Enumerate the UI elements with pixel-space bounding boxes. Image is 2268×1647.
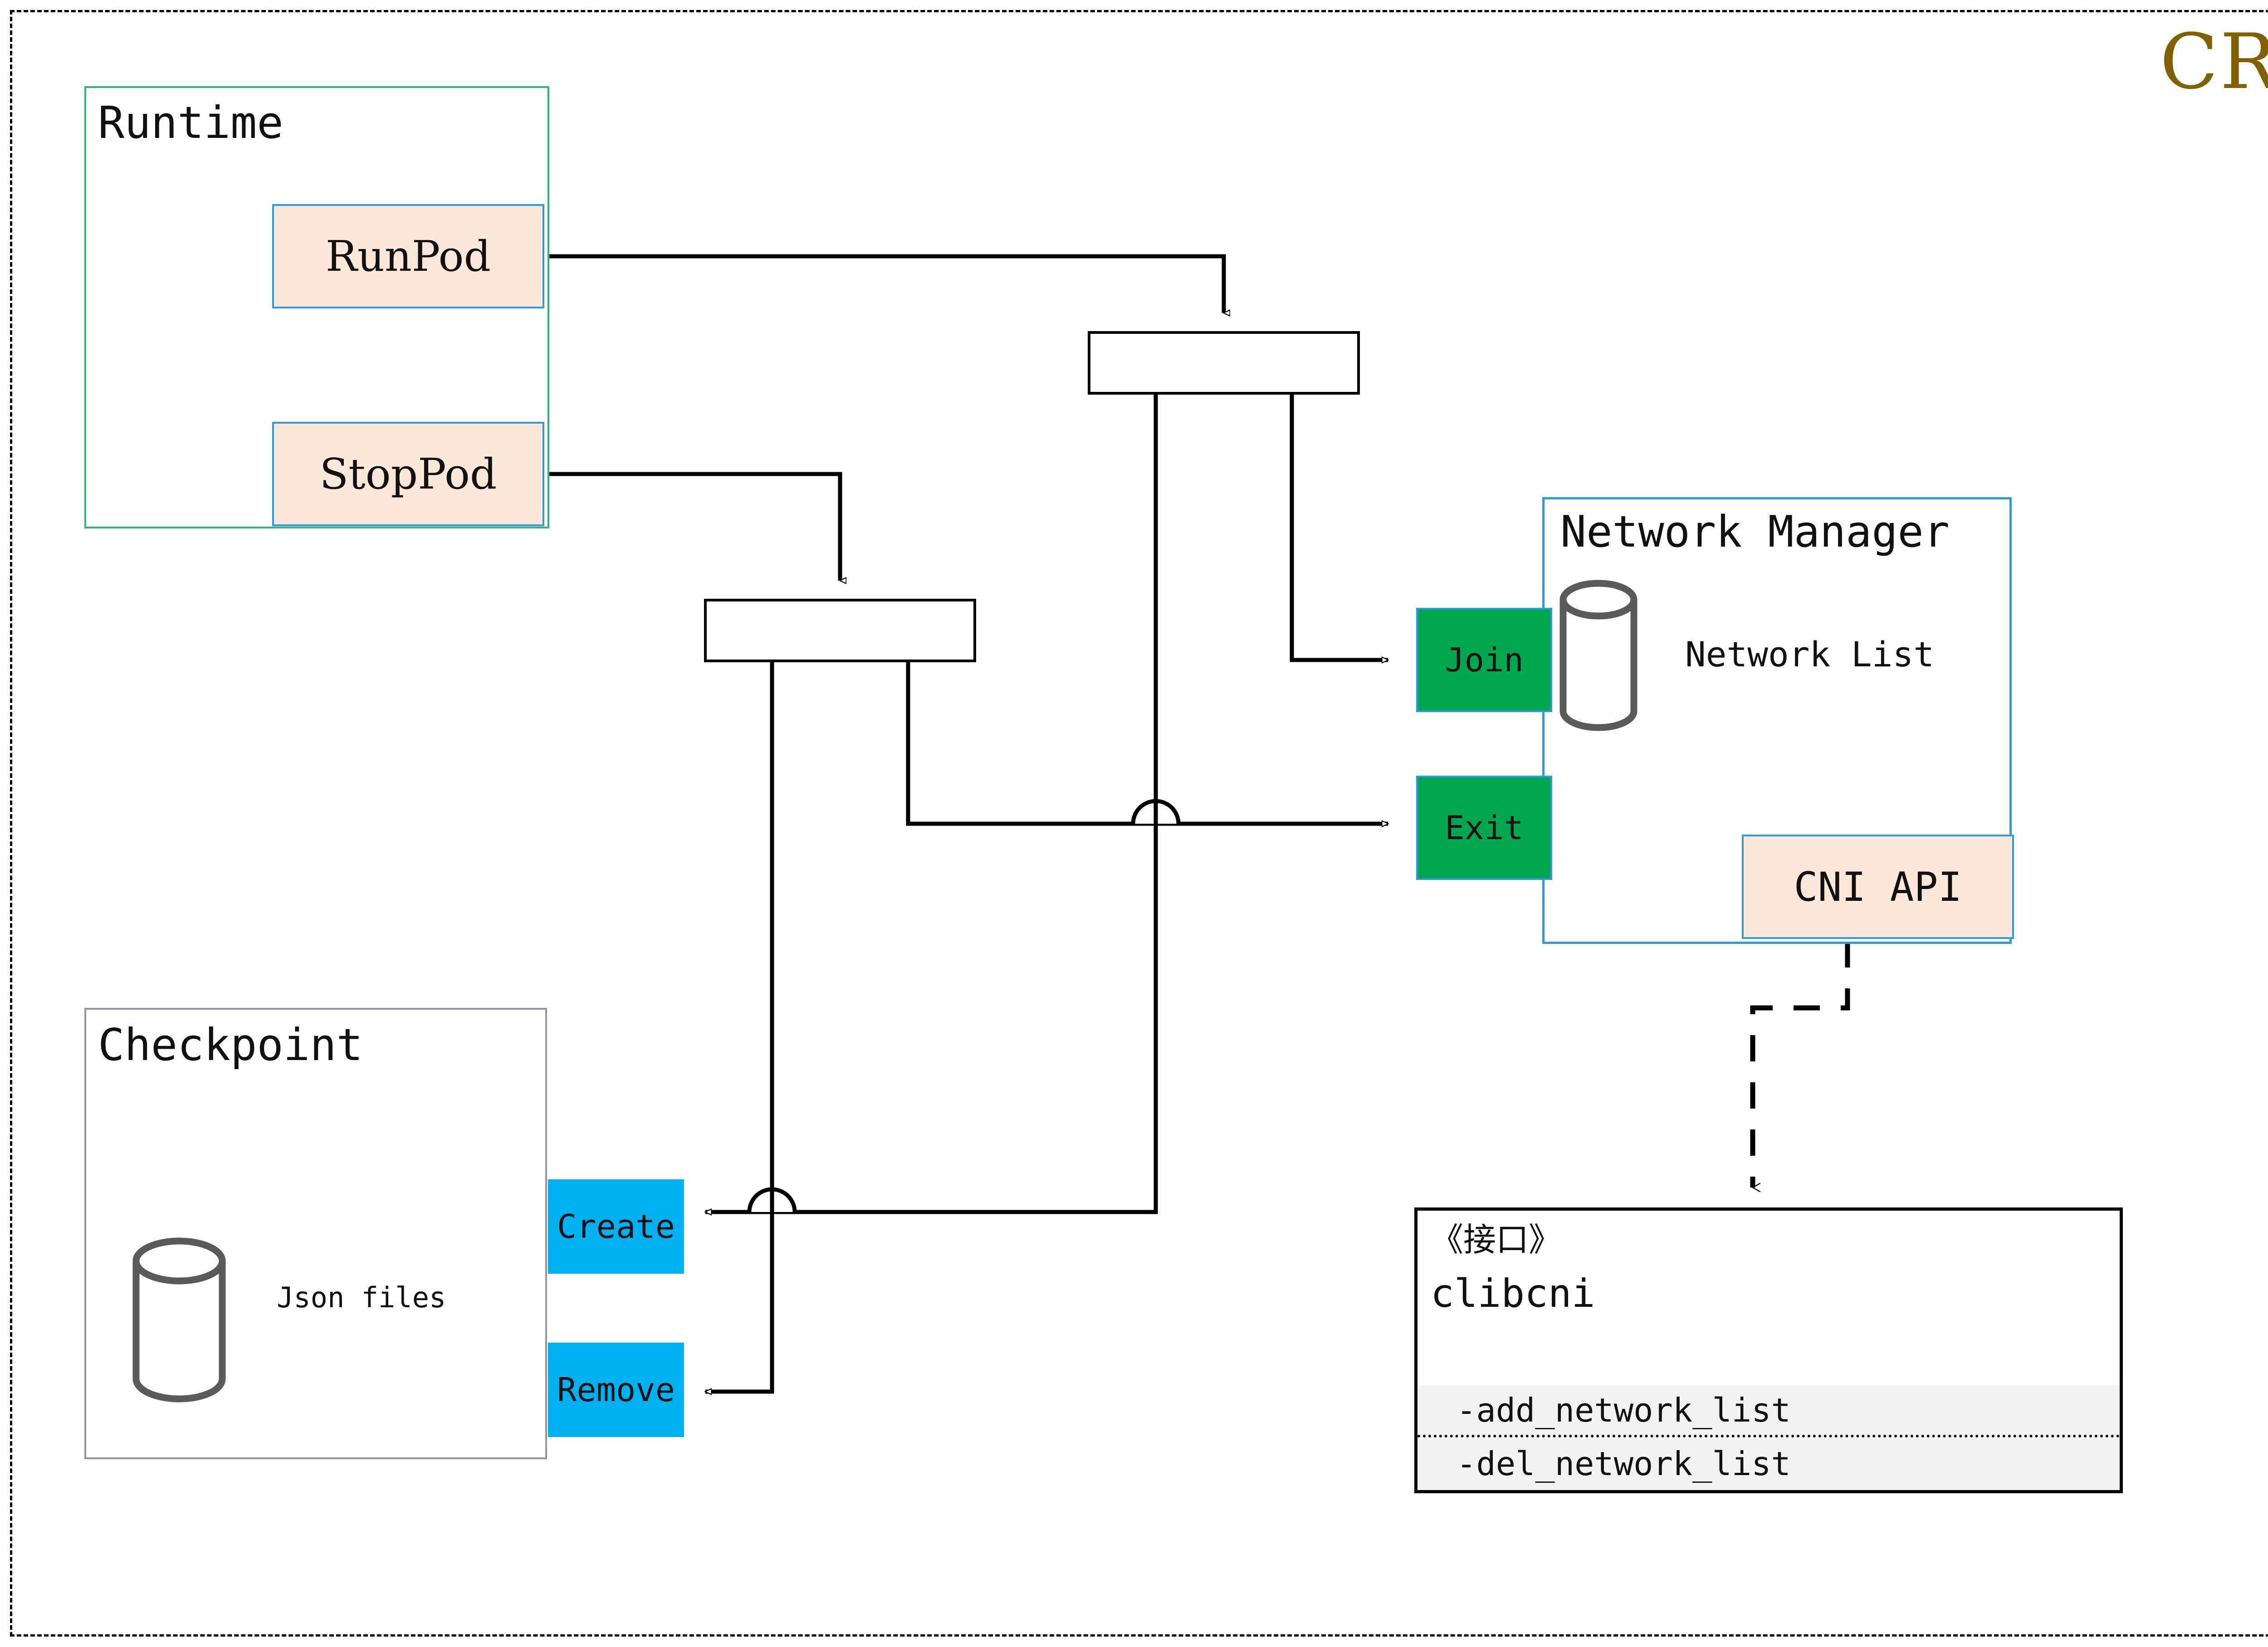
- clibcni-method-add-network-list: -add_network_list: [1418, 1385, 2120, 1437]
- clibcni-name: clibcni: [1431, 1271, 1595, 1317]
- group-checkpoint-label: Checkpoint: [98, 1019, 363, 1070]
- join-box[interactable]: Join: [1416, 608, 1552, 712]
- group-runtime-label: Runtime: [98, 97, 284, 148]
- runpod-box[interactable]: RunPod: [272, 204, 544, 308]
- diagram-outer-frame: [10, 10, 2268, 1637]
- stoppod-box[interactable]: StopPod: [272, 422, 544, 526]
- clibcni-stereotype: 《接口》: [1431, 1221, 1562, 1259]
- network-list-label: Network List: [1685, 634, 1935, 674]
- connector-bar-left: [704, 599, 976, 662]
- diagram-title: CRI: [2160, 17, 2268, 106]
- group-network-manager-label: Network Manager: [1560, 507, 1950, 557]
- connector-bar-top: [1088, 331, 1360, 395]
- json-files-label: Json files: [277, 1281, 446, 1314]
- create-box[interactable]: Create: [548, 1179, 684, 1274]
- exit-box[interactable]: Exit: [1416, 776, 1552, 880]
- clibcni-header: 《接口》 clibcni: [1414, 1207, 2123, 1385]
- clibcni-methods-compartment: -add_network_list -del_network_list: [1418, 1385, 2120, 1490]
- clibcni-method-del-network-list: -del_network_list: [1457, 1444, 1791, 1483]
- remove-box[interactable]: Remove: [548, 1343, 684, 1437]
- group-checkpoint: [84, 1008, 547, 1459]
- cni-api-box[interactable]: CNI API: [1742, 835, 2014, 939]
